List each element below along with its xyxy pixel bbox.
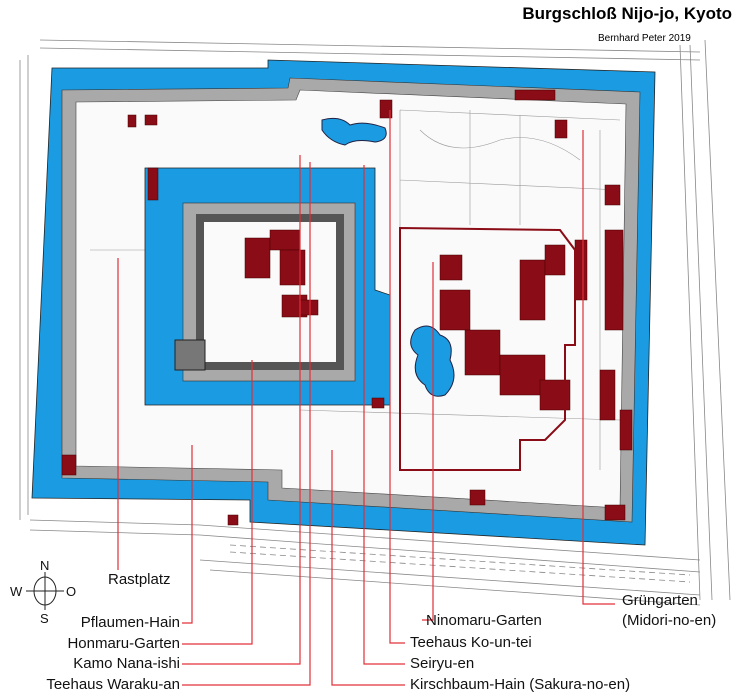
compass-north: N <box>40 558 49 573</box>
compass-south: S <box>40 611 49 626</box>
ninomaru-palace-enclosure <box>399 226 576 471</box>
leader-lines <box>117 110 615 686</box>
label-kirschbaum-hain: Kirschbaum-Hain (Sakura-no-en) <box>410 676 631 693</box>
buildings <box>61 89 633 526</box>
label-teehaus-waraku-an: Teehaus Waraku-an <box>46 676 180 693</box>
label-kamo-nana-ishi: Kamo Nana-ishi <box>73 655 180 672</box>
label-pflaumen-hain: Pflaumen-Hain <box>80 614 180 631</box>
label-teehaus-ko-un-tei: Teehaus Ko-un-tei <box>410 634 532 651</box>
label-honmaru-garten: Honmaru-Garten <box>67 635 180 652</box>
ninomaru-pond <box>410 325 455 397</box>
label-ninomaru-garten: Ninomaru-Garten <box>426 612 542 629</box>
seiryu-pond <box>321 117 387 146</box>
label-midori-no-en: (Midori-no-en) <box>622 612 717 629</box>
author-credit: Bernhard Peter 2019 <box>598 33 691 44</box>
tenshu-base <box>174 339 206 371</box>
label-rastplatz: Rastplatz <box>108 571 171 588</box>
garden-paths <box>90 109 621 470</box>
label-seiryu-en: Seiryu-en <box>410 655 475 672</box>
label-gruengarten: Grüngarten <box>622 592 698 609</box>
roads <box>19 39 731 606</box>
compass-rose <box>26 572 64 610</box>
map-title: Burgschloß Nijo-jo, Kyoto <box>522 4 732 23</box>
compass-west: W <box>10 584 23 599</box>
compass-east: O <box>66 584 76 599</box>
